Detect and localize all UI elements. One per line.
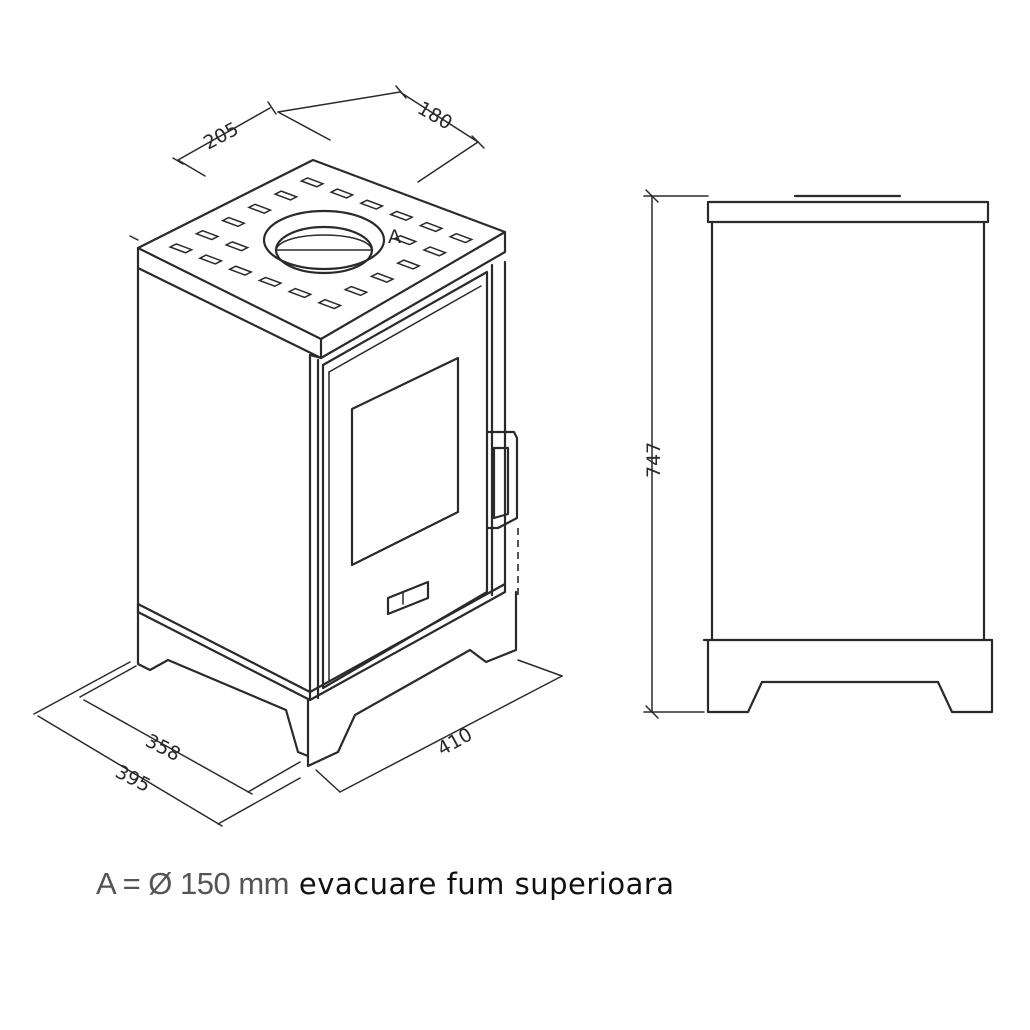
grill-slot xyxy=(287,287,313,299)
grill-slot xyxy=(247,203,273,214)
grill-slot xyxy=(257,276,283,288)
grill-slot xyxy=(227,265,254,276)
grill-slot xyxy=(388,210,415,222)
stove-base xyxy=(136,582,518,768)
grill-slot xyxy=(448,232,474,244)
grill-slot xyxy=(395,259,422,270)
door-handle xyxy=(486,430,519,600)
grill-slot xyxy=(343,285,369,297)
dim-top-width: 180 xyxy=(414,97,456,134)
dim-height: 747 xyxy=(643,442,665,478)
door-glass xyxy=(350,356,460,567)
grill-slot xyxy=(329,188,355,199)
dim-base-width: 410 xyxy=(434,724,476,761)
stove-left-side xyxy=(136,266,312,702)
grill-slot xyxy=(273,190,299,201)
flue-marker-label: A xyxy=(388,226,401,248)
grill-slot xyxy=(198,254,224,265)
grill-slot xyxy=(369,272,395,283)
stove-side-view: 747 xyxy=(643,189,994,719)
grill-slot xyxy=(317,298,343,310)
dim-base-depth-inner: 358 xyxy=(142,730,184,766)
dim-base-depth-outer: 395 xyxy=(112,761,154,797)
top-grill-slots xyxy=(168,177,474,310)
grill-slot xyxy=(224,241,250,252)
grill-slot xyxy=(359,199,385,210)
stove-isometric-view: 205 180 A 358 395 410 xyxy=(33,85,563,827)
dimension-lines xyxy=(33,85,563,827)
ash-pan-handle xyxy=(386,580,430,616)
stove-front xyxy=(308,260,507,702)
grill-slot xyxy=(220,216,247,228)
flue-outlet xyxy=(262,209,386,275)
grill-slot xyxy=(194,229,220,241)
top-plate xyxy=(136,158,507,360)
grill-slot xyxy=(168,243,194,254)
grill-slot xyxy=(422,246,448,257)
flue-caption: A = Ø 150 mm evacuare fum superioara xyxy=(96,866,675,902)
flue-diameter-text: A = Ø 150 mm xyxy=(96,866,290,901)
dim-top-depth: 205 xyxy=(200,118,242,154)
flue-description-text: evacuare fum superioara xyxy=(298,867,675,901)
grill-slot xyxy=(392,234,418,246)
grill-slot xyxy=(418,221,444,233)
grill-slot xyxy=(299,177,325,188)
